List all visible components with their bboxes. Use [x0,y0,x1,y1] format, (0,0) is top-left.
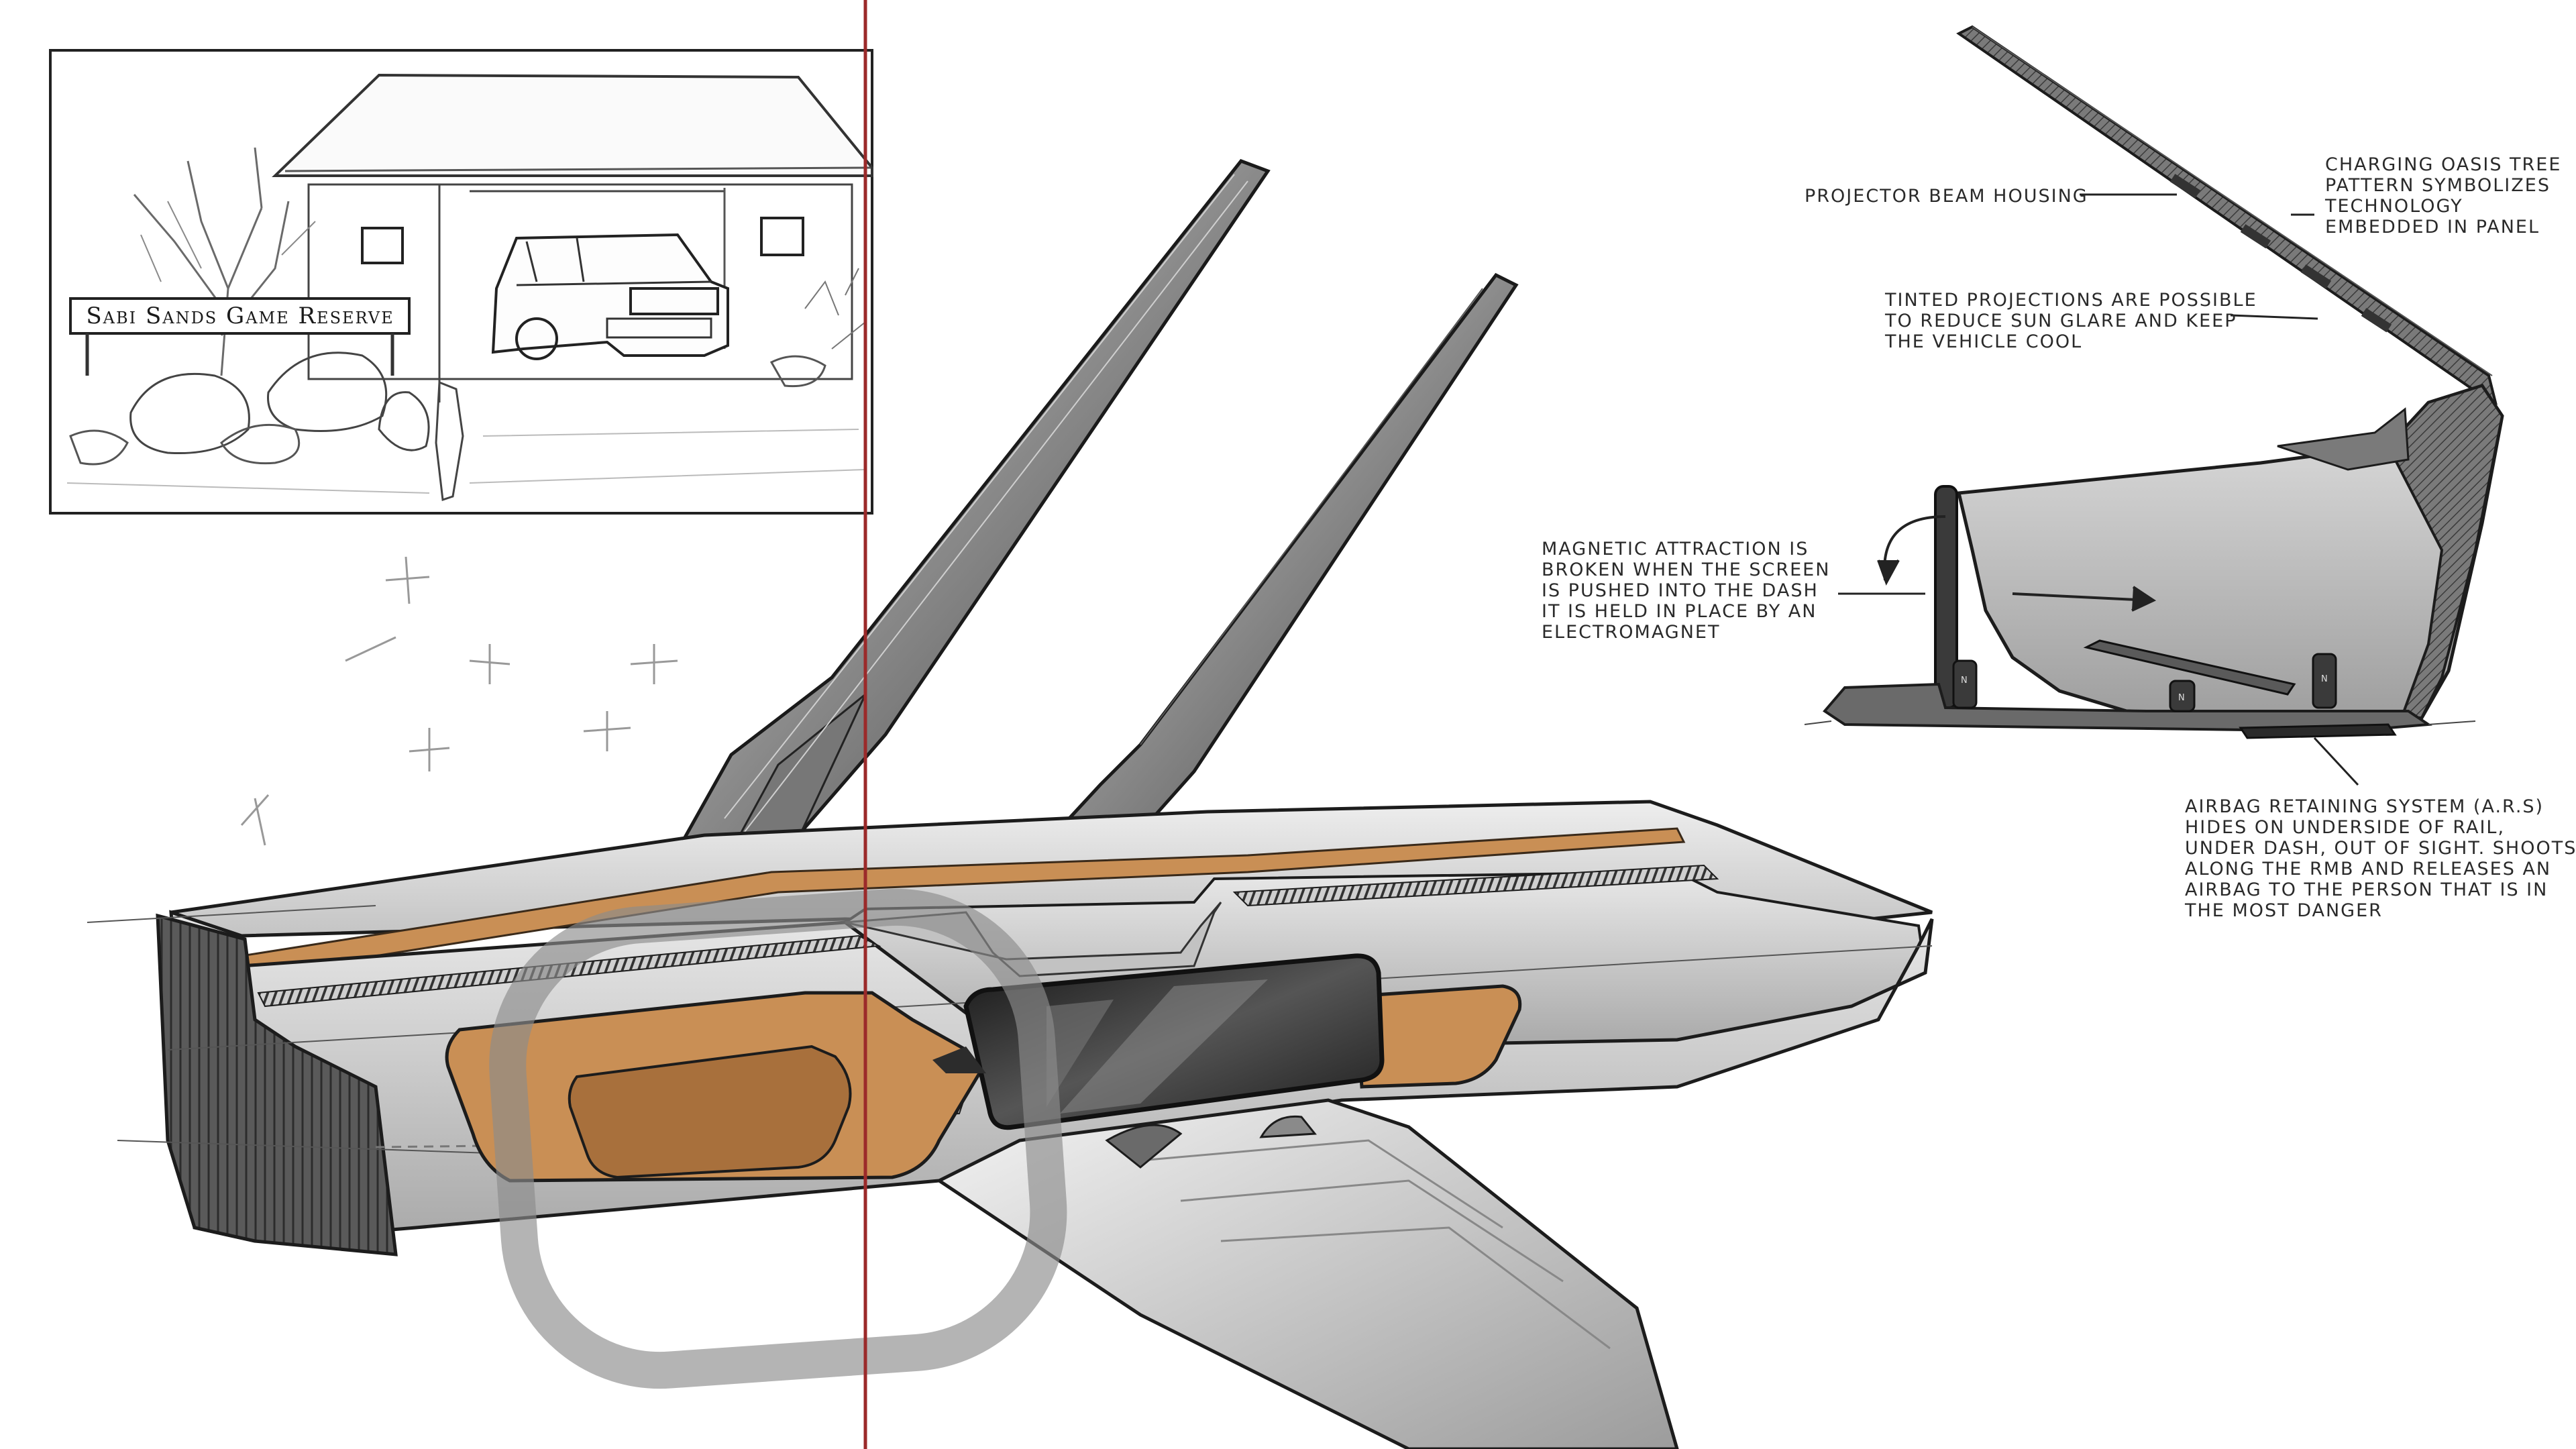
annotation-magnetic-attraction: MAGNETIC ATTRACTION IS BROKEN WHEN THE S… [1542,539,1831,643]
wood-trim-panels [445,984,1522,1183]
bracket-label-middle: N [2178,693,2185,703]
plus-sketch-marks [240,556,678,846]
bracket-label-left: N [1961,676,1968,686]
annotation-tinted-projections: TINTED PROJECTIONS ARE POSSIBLE TO REDUC… [1885,290,2257,352]
center-console [936,1098,1679,1449]
infotainment-screen [932,953,1385,1130]
annotation-leaders [1838,193,2359,786]
annotation-projector-beam-housing: PROJECTOR BEAM HOUSING [1805,186,2088,207]
section-view [1804,25,2504,739]
annotation-charging-oasis: CHARGING OASIS TREE PATTERN SYMBOLIZES T… [2325,154,2562,237]
game-reserve-sign-text: Sabi Sands Game Reserve [86,303,394,329]
a-pillars [681,159,1519,841]
bracket-label-right: N [2321,674,2328,684]
steering-wheel-outline [489,888,1067,1389]
annotation-airbag-retaining-system: AIRBAG RETAINING SYSTEM (A.R.S) HIDES ON… [2185,796,2576,921]
storyboard-scene [49,49,873,515]
